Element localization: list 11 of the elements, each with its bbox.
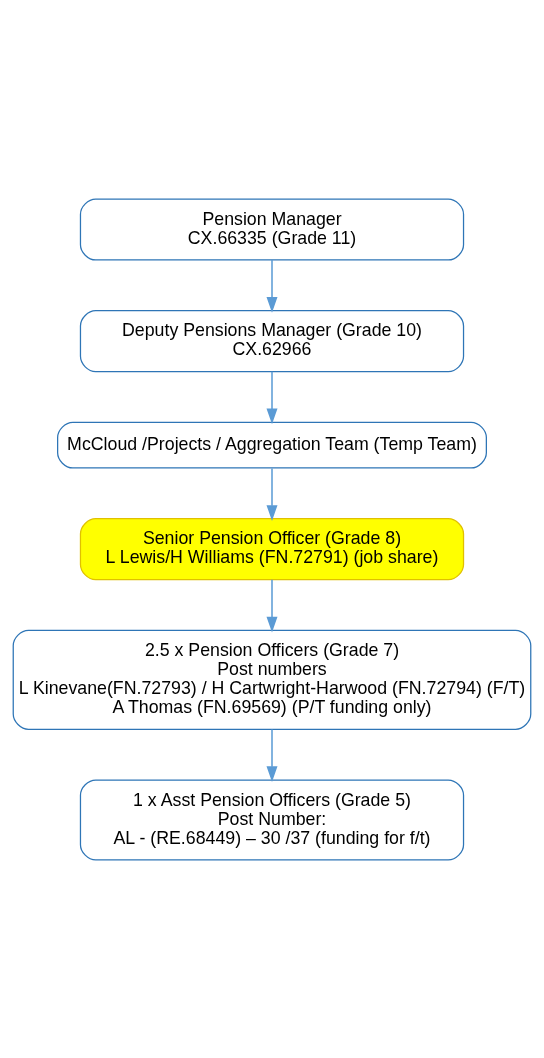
node-box: Deputy Pensions Manager (Grade 10) CX.62966 bbox=[79, 309, 465, 372]
node-box: Senior Pension Officer (Grade 8) L Lewis/H Williams (FN.72791) (job share) bbox=[79, 517, 465, 580]
arrow bbox=[266, 258, 278, 313]
arrow bbox=[266, 370, 278, 424]
node-box: 2.5 x Pension Officers (Grade 7) Post numbers L Kinevane(FN.72793) / H Cartwright-Harwood (FN.72794) (F/T) A Thomas (FN.69569) (P/T funding only) bbox=[12, 629, 532, 730]
node-box: Pension Manager CX.66335 (Grade 11) bbox=[79, 197, 465, 261]
node-box: McCloud /Projects / Aggregation Team (Temp Team) bbox=[57, 421, 487, 469]
node-box: 1 x Asst Pension Officers (Grade 5) Post Number: AL - (RE.68449) – 30 /37 (funding for f/t) bbox=[79, 778, 465, 861]
arrow bbox=[266, 728, 278, 782]
arrow bbox=[266, 578, 278, 632]
arrow bbox=[266, 467, 278, 521]
